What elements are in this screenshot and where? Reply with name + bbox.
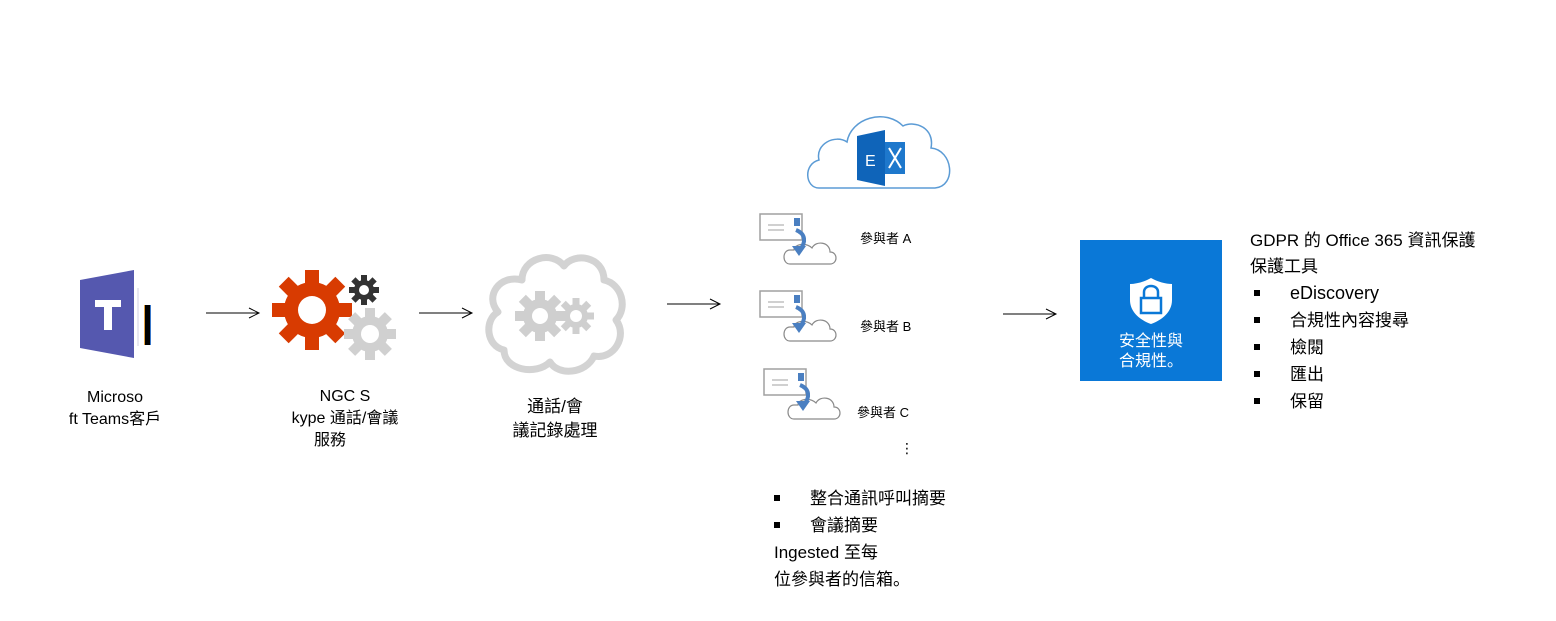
participant-label: 參與者 C xyxy=(857,405,910,420)
mail-to-cloud-icon xyxy=(759,213,837,265)
gdpr-tool-item: 保留 xyxy=(1254,388,1475,415)
arrow-right-icon xyxy=(206,307,261,319)
cloud-gears-icon xyxy=(485,254,626,375)
mail-to-cloud-icon xyxy=(763,368,841,420)
shield-lock-icon xyxy=(1130,278,1172,324)
more-participants-indicator: ⋮ xyxy=(900,440,914,456)
ingest-summary: 整合通訊呼叫摘要 會議摘要 Ingested 至每 位參與者的信箱。 xyxy=(774,485,946,593)
ingest-text-line2: 位參與者的信箱。 xyxy=(774,570,910,589)
ngc-service-label-line1: NGC S xyxy=(319,388,371,405)
security-label-line1: 安全性與 xyxy=(1118,333,1183,350)
participant-label: 參與者 B xyxy=(860,319,912,334)
summary-bullet: 會議摘要 xyxy=(774,512,946,539)
arrow-right-icon xyxy=(419,307,474,319)
gdpr-title-line1: GDPR 的 Office 365 資訊保護 xyxy=(1250,231,1476,250)
ngc-service-label-line2: kype 通話/會議 xyxy=(291,410,399,427)
gdpr-tool-item: 檢閱 xyxy=(1254,334,1475,361)
arrow-right-icon xyxy=(667,298,722,310)
ingest-text-line1: Ingested 至每 xyxy=(774,543,878,562)
ngc-service-label-line3: 服務 xyxy=(313,432,346,449)
arrow-right-icon xyxy=(1003,308,1058,320)
security-compliance-tile: 安全性與 合規性。 xyxy=(1080,240,1222,381)
gdpr-tool-item: eDiscovery xyxy=(1254,280,1475,307)
security-label-line2: 合規性。 xyxy=(1118,353,1183,370)
processing-label-line2: 議記錄處理 xyxy=(512,421,598,440)
gdpr-tool-item: 匯出 xyxy=(1254,361,1475,388)
participant-label: 參與者 A xyxy=(860,231,912,246)
gdpr-title-line2: 保護工具 xyxy=(1250,257,1318,276)
microsoft-teams-icon xyxy=(80,270,151,358)
summary-bullet: 整合通訊呼叫摘要 xyxy=(774,485,946,512)
mail-to-cloud-icon xyxy=(759,290,837,342)
gears-icon xyxy=(272,270,396,360)
gdpr-tool-item: 合規性內容搜尋 xyxy=(1254,307,1475,334)
exchange-cloud-icon: E xyxy=(807,116,951,189)
teams-client-label-line1: Microso xyxy=(86,389,143,406)
teams-client-label-line2: ft Teams客戶 xyxy=(68,411,162,428)
processing-label-line1: 通話/會 xyxy=(527,397,583,416)
gdpr-tools-panel: GDPR 的 Office 365 資訊保護 保護工具 eDiscovery 合… xyxy=(1250,228,1475,415)
svg-text:E: E xyxy=(865,153,876,170)
